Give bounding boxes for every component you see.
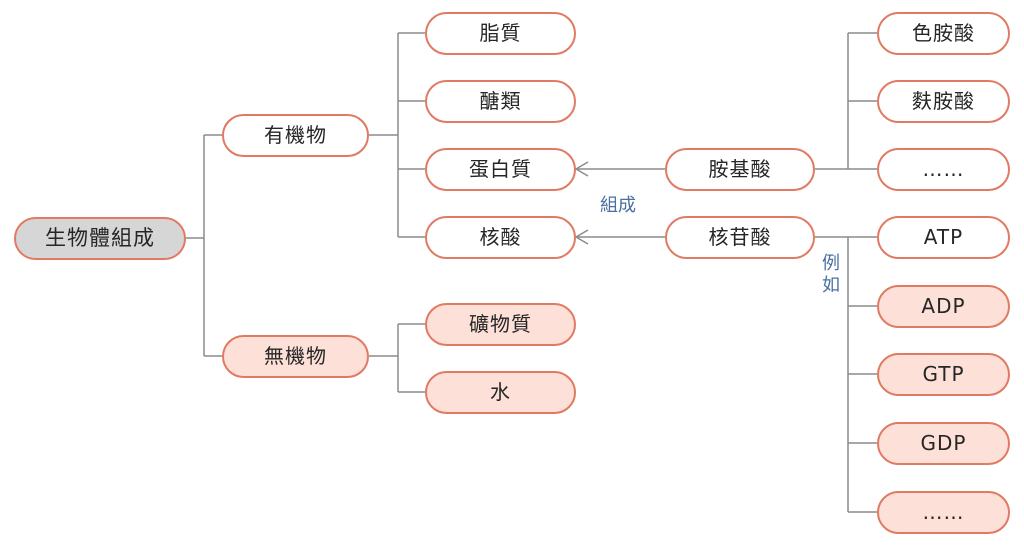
node-amino-acid: 胺基酸 <box>665 148 815 191</box>
node-nucleotide: 核苷酸 <box>665 216 815 259</box>
node-organic: 有機物 <box>222 114 369 157</box>
label-for-example: 例如 <box>822 253 840 296</box>
arrowhead-nucleic-acid <box>574 229 589 245</box>
node-amino-acid-ellipsis: …… <box>877 148 1010 191</box>
node-atp: ATP <box>877 216 1010 259</box>
label-composes: 組成 <box>600 195 636 216</box>
arrowhead-protein <box>574 161 589 177</box>
node-inorganic: 無機物 <box>222 335 369 378</box>
node-water: 水 <box>425 371 576 414</box>
node-nucleotide-ellipsis: …… <box>877 491 1010 534</box>
node-protein: 蛋白質 <box>425 148 576 191</box>
node-gtp: GTP <box>877 353 1010 396</box>
node-carbohydrate: 醣類 <box>425 80 576 123</box>
node-glutamate: 麩胺酸 <box>877 80 1010 123</box>
node-gdp: GDP <box>877 422 1010 465</box>
node-minerals: 礦物質 <box>425 303 576 346</box>
node-tryptophan: 色胺酸 <box>877 12 1010 55</box>
node-root: 生物體組成 <box>14 217 186 260</box>
node-adp: ADP <box>877 285 1010 328</box>
node-nucleic-acid: 核酸 <box>425 216 576 259</box>
node-lipid: 脂質 <box>425 12 576 55</box>
